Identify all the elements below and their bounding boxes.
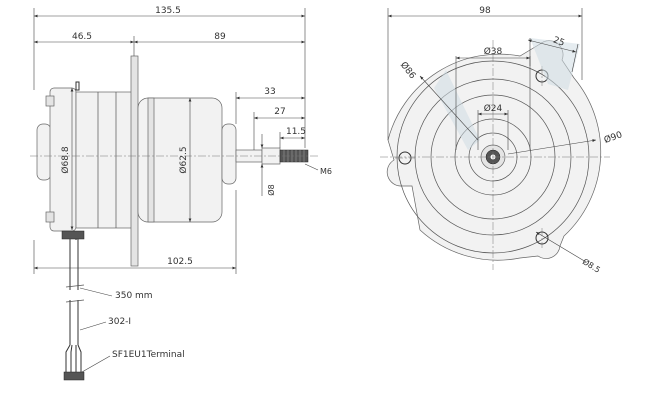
flange-diameter-label: Ø86	[398, 60, 418, 82]
overall-width-label: 98	[479, 6, 491, 16]
front-view: 98 Ø38 Ø24 Ø86 Ø90 25 Ø8.5	[380, 6, 624, 275]
shaft-step-label: 11.5	[286, 127, 306, 137]
front-length-label: 89	[214, 32, 226, 42]
cable-type-label: 302-I	[108, 317, 131, 327]
rear-cap	[36, 81, 80, 240]
bore-diameter-label: Ø38	[484, 46, 503, 57]
motor-housing	[75, 91, 133, 229]
power-cable	[61, 230, 85, 381]
tab-width-label: 25	[552, 35, 566, 48]
shaft-length-label: 33	[264, 87, 275, 97]
terminal-label: SF1EU1Terminal	[112, 350, 185, 360]
body-diameter-label: Ø62.5	[178, 146, 189, 173]
side-view: 135.5 46.5 89 33 27 11.5 M6 Ø8 Ø68.8 Ø62…	[30, 6, 332, 381]
rear-diameter-label: Ø68.8	[60, 146, 71, 173]
front-body	[137, 97, 237, 223]
hole-diameter-label: Ø8.5	[581, 256, 602, 275]
boss-diameter-label: Ø24	[484, 103, 503, 114]
overall-length-label: 135.5	[155, 6, 181, 16]
thread-length-label: 27	[274, 107, 285, 117]
flange-height-label: 102.5	[167, 257, 193, 267]
mounting-flange	[130, 55, 139, 267]
rear-length-label: 46.5	[72, 32, 92, 42]
shaft-diameter-label: Ø8	[266, 184, 276, 195]
outer-diameter-label: Ø90	[603, 129, 624, 146]
cable-length-label: 350 mm	[115, 291, 153, 301]
thread-label: M6	[320, 167, 332, 176]
